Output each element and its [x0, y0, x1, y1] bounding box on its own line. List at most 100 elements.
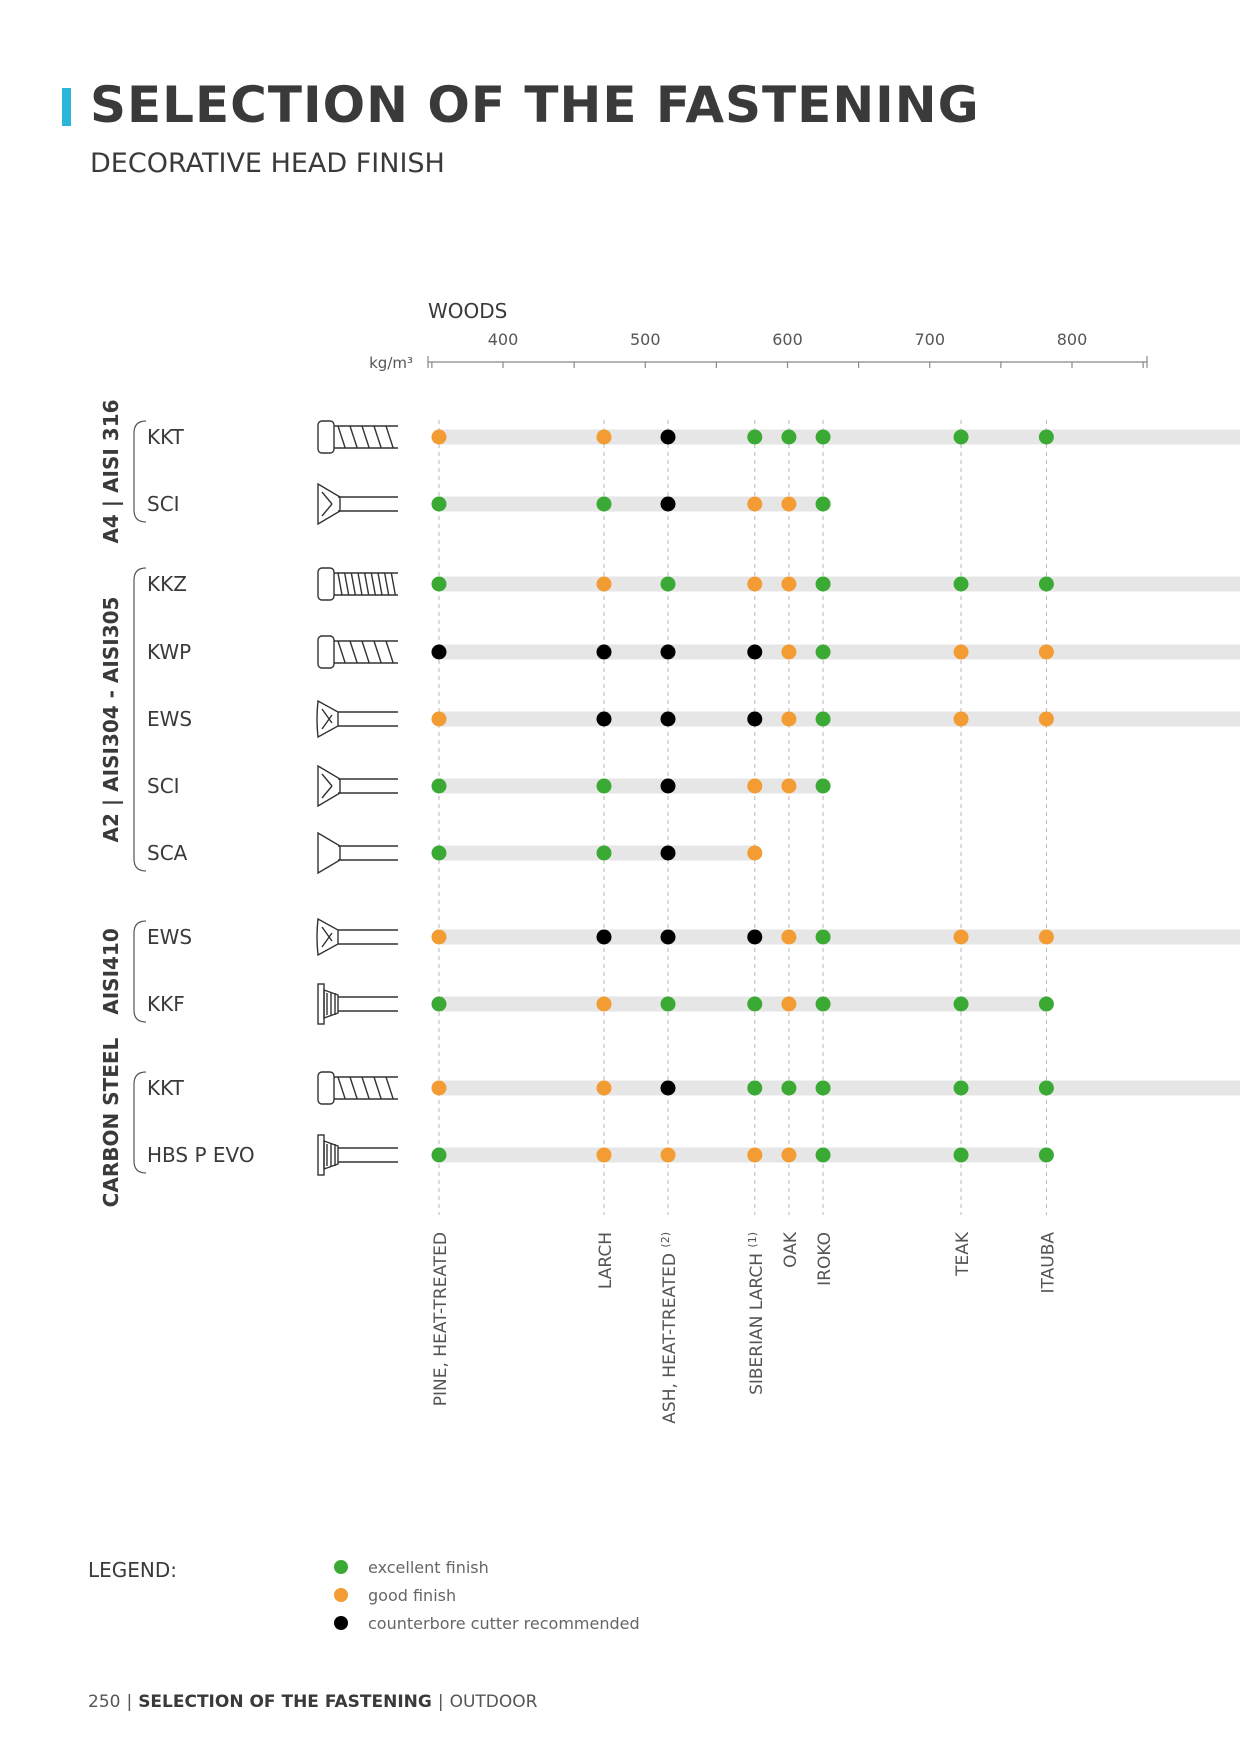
excellent-dot: [431, 1147, 447, 1163]
page-subtitle: DECORATIVE HEAD FINISH: [90, 148, 445, 179]
excellent-dot: [1038, 1080, 1054, 1096]
product-label: EWS: [147, 707, 192, 731]
good-dot: [781, 711, 797, 727]
counterbore-dot: [660, 929, 676, 945]
good-dot: [431, 1080, 447, 1096]
wood-label: SIBERIAN LARCH (1): [746, 1232, 767, 1395]
x-tick-label: 400: [488, 330, 519, 349]
good-dot: [781, 778, 797, 794]
legend-dot: [334, 1616, 348, 1630]
good-dot: [431, 429, 447, 445]
excellent-dot: [815, 711, 831, 727]
group-label: A4 | AISI 316: [99, 399, 123, 543]
legend-dot: [334, 1560, 348, 1574]
product-label: KKT: [147, 1076, 185, 1100]
footer-chapter: OUTDOOR: [449, 1692, 538, 1712]
excellent-dot: [953, 429, 969, 445]
good-dot: [747, 576, 763, 592]
ews-screw-icon: [316, 917, 398, 957]
wood-label: TEAK: [953, 1231, 973, 1277]
excellent-dot: [815, 996, 831, 1012]
counterbore-dot: [431, 644, 447, 660]
excellent-dot: [815, 429, 831, 445]
good-dot: [747, 845, 763, 861]
product-row: KKF: [147, 983, 1054, 1025]
excellent-dot: [747, 1080, 763, 1096]
good-dot: [1038, 711, 1054, 727]
kkt-screw-icon: [317, 420, 398, 454]
good-dot: [781, 496, 797, 512]
excellent-dot: [815, 778, 831, 794]
counterbore-dot: [747, 929, 763, 945]
good-dot: [747, 1147, 763, 1163]
hbs-screw-icon: [317, 1134, 398, 1176]
excellent-dot: [431, 496, 447, 512]
good-dot: [747, 496, 763, 512]
good-dot: [953, 711, 969, 727]
x-tick-label: 800: [1057, 330, 1088, 349]
excellent-dot: [747, 429, 763, 445]
excellent-dot: [1038, 429, 1054, 445]
x-tick-label: 500: [630, 330, 661, 349]
product-label: SCA: [147, 841, 188, 865]
wood-label: ITAUBA: [1038, 1232, 1058, 1294]
good-dot: [747, 778, 763, 794]
wood-label: OAK: [781, 1231, 801, 1268]
good-dot: [781, 929, 797, 945]
excellent-dot: [660, 576, 676, 592]
excellent-dot: [815, 1147, 831, 1163]
excellent-dot: [1038, 576, 1054, 592]
excellent-dot: [431, 845, 447, 861]
product-row: EWS: [147, 699, 1240, 739]
good-dot: [953, 929, 969, 945]
group-bracket: [133, 420, 147, 523]
group-bracket: [133, 1071, 147, 1174]
kkt-screw-icon: [317, 1071, 398, 1105]
legend-label: counterbore cutter recommended: [368, 1613, 640, 1633]
excellent-dot: [431, 778, 447, 794]
counterbore-dot: [596, 644, 612, 660]
product-label: KWP: [147, 640, 191, 664]
product-row: SCI: [147, 482, 831, 526]
counterbore-dot: [660, 644, 676, 660]
excellent-dot: [815, 576, 831, 592]
chart-title: WOODS: [428, 299, 507, 323]
excellent-dot: [431, 996, 447, 1012]
kkf-screw-icon: [317, 983, 398, 1025]
good-dot: [781, 1147, 797, 1163]
product-label: KKT: [147, 425, 185, 449]
excellent-dot: [596, 845, 612, 861]
good-dot: [596, 429, 612, 445]
excellent-dot: [815, 644, 831, 660]
product-row: SCI: [147, 764, 831, 808]
product-label: EWS: [147, 925, 192, 949]
excellent-dot: [596, 778, 612, 794]
good-dot: [596, 1147, 612, 1163]
excellent-dot: [815, 496, 831, 512]
legend-item: counterbore cutter recommended: [334, 1612, 640, 1634]
product-row: SCA: [147, 831, 763, 875]
legend-label: excellent finish: [368, 1557, 489, 1577]
excellent-dot: [953, 1147, 969, 1163]
counterbore-dot: [660, 711, 676, 727]
legend-label: good finish: [368, 1585, 457, 1605]
x-tick-label: 700: [914, 330, 945, 349]
counterbore-dot: [660, 778, 676, 794]
wood-label: PINE, HEAT-TREATED: [431, 1232, 451, 1406]
excellent-dot: [815, 1080, 831, 1096]
counterbore-dot: [660, 496, 676, 512]
product-row: KWP: [147, 635, 1240, 669]
good-dot: [781, 996, 797, 1012]
sci-screw-icon: [317, 482, 398, 526]
excellent-dot: [953, 1080, 969, 1096]
good-dot: [781, 576, 797, 592]
product-label: HBS P EVO: [147, 1143, 255, 1167]
excellent-dot: [660, 996, 676, 1012]
title-accent-bar: [62, 88, 71, 126]
counterbore-dot: [596, 711, 612, 727]
excellent-dot: [815, 929, 831, 945]
product-row: KKT: [147, 1071, 1240, 1105]
sca-screw-icon: [317, 831, 398, 875]
counterbore-dot: [747, 644, 763, 660]
